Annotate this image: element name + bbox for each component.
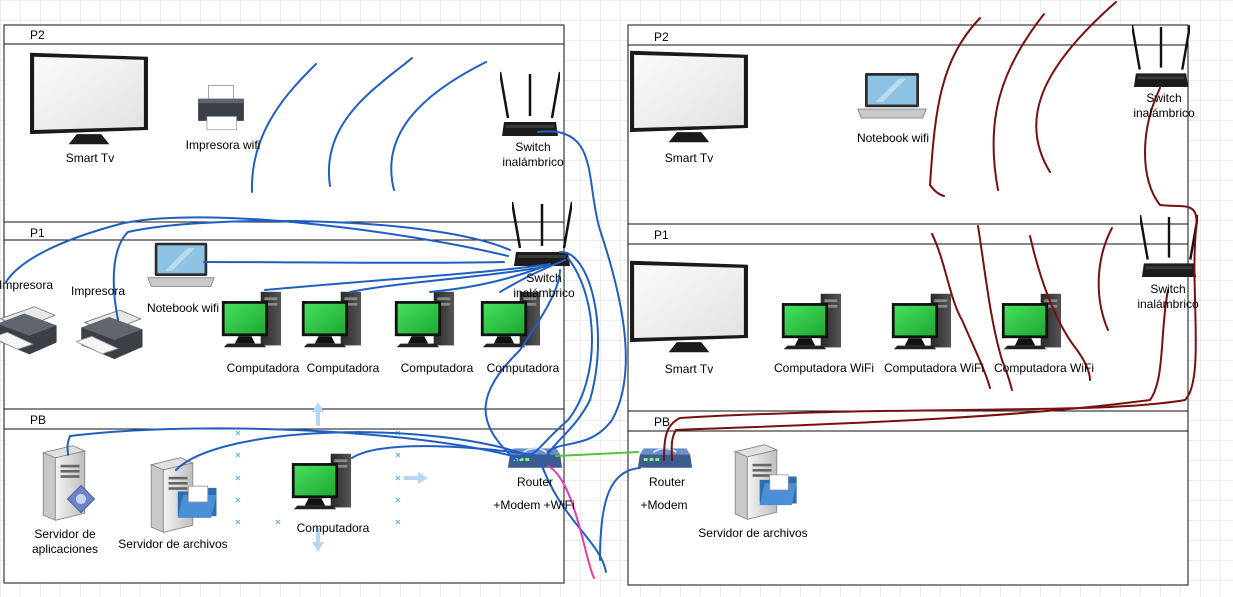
floor-label: PB [654, 415, 671, 429]
wireless-links [663, 1, 1198, 461]
smart-tv-icon [30, 52, 148, 145]
device-label: Computadora [226, 361, 300, 375]
device-label: Computadora [306, 361, 380, 375]
device-label: Smart Tv [65, 151, 115, 165]
device-label: Impresora [70, 284, 126, 298]
smart-tv-icon [630, 50, 748, 143]
device-label: Computadora [296, 521, 370, 535]
floor-label: P1 [30, 226, 45, 240]
floor-label: P2 [654, 30, 669, 44]
device-label: Computadora [486, 361, 560, 375]
floor-label: PB [30, 413, 47, 427]
device-label: Computadora WiFi [883, 361, 985, 375]
device-label: Impresora [0, 278, 54, 292]
wired-links [5, 57, 627, 573]
smart-tv-icon [630, 260, 748, 353]
device-label: Computadora [400, 361, 474, 375]
device-label: Switch inalámbrico [1137, 282, 1199, 311]
device-label: Servidor de archivos [118, 537, 228, 551]
device-label: Computadora WiFi [993, 361, 1095, 375]
device-label: Router [516, 475, 554, 489]
laptop-icon [147, 242, 215, 287]
device-label: +Modem [640, 498, 688, 512]
device-label: Notebook wifi [856, 131, 930, 145]
device-label: Servidor de archivos [698, 526, 808, 540]
floor-label: P2 [30, 28, 45, 42]
device-label: Smart Tv [664, 151, 714, 165]
selection-markers [235, 430, 401, 525]
device-label: Servidor de aplicaciones [31, 527, 99, 556]
device-label: Switch inalámbrico [502, 140, 564, 169]
drag-arrows [312, 402, 428, 552]
device-label: +Modem +WiFi [493, 498, 575, 512]
device-label: Switch inalámbrico [513, 271, 575, 300]
floor-label: P1 [654, 228, 669, 242]
device-label: Smart Tv [664, 362, 714, 376]
device-label: Switch inalámbrico [1133, 91, 1195, 120]
device-label: Impresora wifi [185, 138, 261, 152]
device-label: Notebook wifi [146, 301, 220, 315]
device-label: Computadora WiFi [773, 361, 875, 375]
laptop-icon [857, 72, 927, 119]
external-link [547, 451, 641, 579]
device-label: Router [648, 475, 686, 489]
